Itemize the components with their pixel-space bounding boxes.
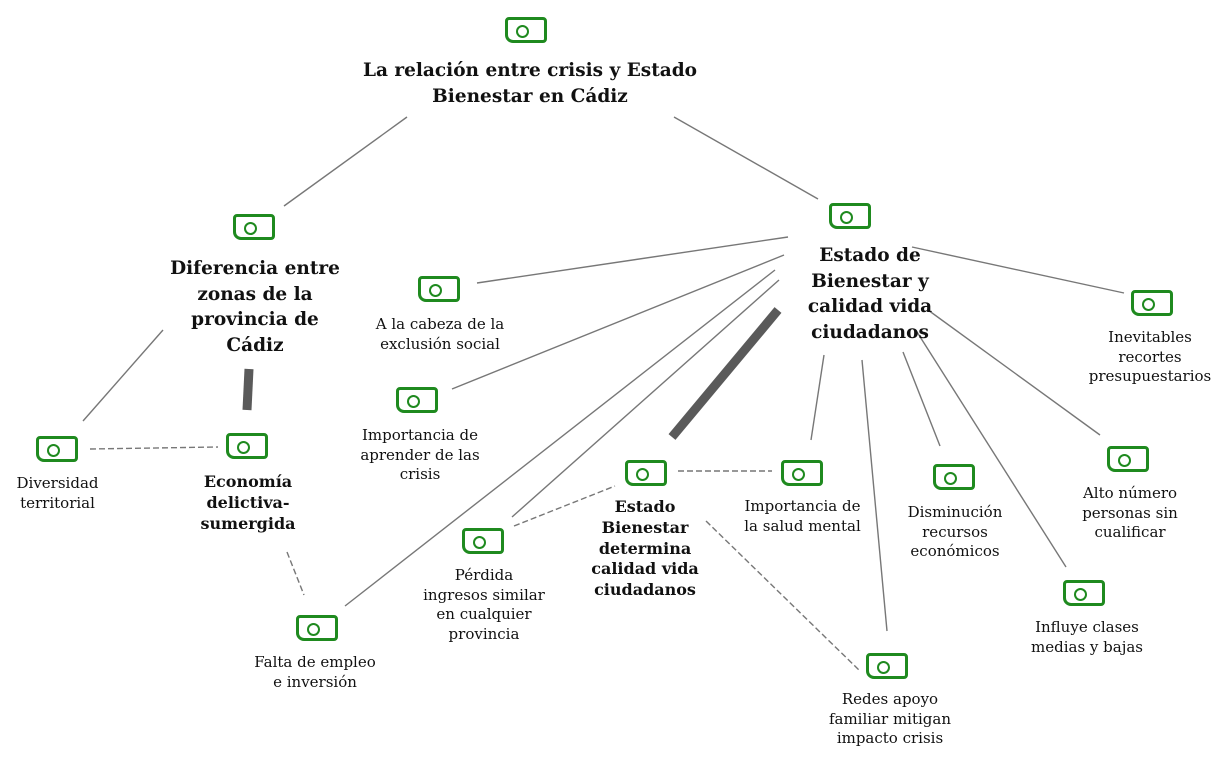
code-icon	[296, 615, 338, 641]
edge-estado-cabeza	[476, 236, 789, 284]
edge-estado-influye	[916, 331, 1067, 568]
node-root[interactable]: La relación entre crisis y Estado Bienes…	[0, 0, 697, 107]
node-diferencia[interactable]: Diferencia entre zonas de la provincia d…	[0, 0, 340, 356]
node-economia-label: Economía delictiva- sumergida	[200, 472, 296, 533]
edge-estado-aprender	[451, 254, 785, 390]
edge-diferencia-diversidad	[82, 329, 164, 422]
node-influye-label: Influye clases medias y bajas	[1031, 618, 1143, 656]
code-icon	[505, 17, 547, 43]
edge-root-estado	[673, 116, 819, 200]
code-icon	[418, 276, 460, 302]
node-aprender-label: Importancia de aprender de las crisis	[360, 426, 480, 483]
edge-estado-salud	[810, 354, 825, 441]
code-icon	[781, 460, 823, 486]
edge-diversidad-economia	[89, 446, 219, 450]
node-diversidad-label: Diversidad territorial	[16, 474, 99, 512]
node-disminucion-label: Disminución recursos económicos	[907, 503, 1003, 560]
node-perdida[interactable]: Pérdida ingresos similar en cualquier pr…	[0, 0, 545, 643]
node-diversidad[interactable]: Diversidad territorial	[0, 0, 99, 512]
node-determina-label: Estado Bienestar determina calidad vida …	[591, 497, 699, 600]
code-icon	[233, 214, 275, 240]
code-icon	[1063, 580, 1105, 606]
code-icon	[933, 464, 975, 490]
code-icon	[1107, 446, 1149, 472]
node-influye[interactable]: Influye clases medias y bajas	[0, 0, 1143, 656]
node-salud-label: Importancia de la salud mental	[744, 497, 861, 535]
edge-estado-redes	[861, 359, 888, 632]
edge-root-diferencia	[283, 116, 408, 207]
node-estado[interactable]: Estado de Bienestar y calidad vida ciuda…	[0, 0, 932, 343]
node-aprender[interactable]: Importancia de aprender de las crisis	[0, 0, 480, 483]
edge-estado-alto	[927, 309, 1101, 436]
node-estado-label: Estado de Bienestar y calidad vida ciuda…	[807, 245, 933, 343]
edge-economia-falta	[286, 551, 305, 596]
edge-estado-disminucion	[902, 351, 941, 447]
node-redes[interactable]: Redes apoyo familiar mitigan impacto cri…	[0, 0, 951, 747]
node-salud[interactable]: Importancia de la salud mental	[0, 0, 861, 535]
code-icon	[1131, 290, 1173, 316]
node-cabeza[interactable]: A la cabeza de la exclusión social	[0, 0, 504, 353]
node-falta[interactable]: Falta de empleo e inversión	[0, 0, 376, 691]
code-icon	[866, 653, 908, 679]
node-redes-label: Redes apoyo familiar mitigan impacto cri…	[828, 690, 952, 747]
edge-determina-redes	[705, 520, 861, 672]
code-icon	[625, 460, 667, 486]
node-root-label: La relación entre crisis y Estado Bienes…	[362, 60, 698, 107]
node-inevitables-label: Inevitables recortes presupuestarios	[1088, 328, 1212, 385]
code-icon	[36, 436, 78, 462]
node-cabeza-label: A la cabeza de la exclusión social	[375, 315, 505, 353]
node-economia[interactable]: Economía delictiva- sumergida	[0, 0, 296, 533]
code-icon	[396, 387, 438, 413]
node-falta-label: Falta de empleo e inversión	[254, 653, 376, 691]
node-diferencia-label: Diferencia entre zonas de la provincia d…	[170, 258, 340, 356]
node-alto-label: Alto número personas sin cualificar	[1082, 484, 1178, 541]
node-disminucion[interactable]: Disminución recursos económicos	[0, 0, 1002, 560]
code-icon	[829, 203, 871, 229]
edge-determina-perdida	[513, 485, 616, 527]
code-icon	[226, 433, 268, 459]
node-alto[interactable]: Alto número personas sin cualificar	[0, 0, 1178, 541]
node-determina[interactable]: Estado Bienestar determina calidad vida …	[0, 0, 699, 599]
edge-estado-falta	[344, 269, 776, 607]
node-inevitables[interactable]: Inevitables recortes presupuestarios	[0, 0, 1211, 385]
edge-estado-determina	[668, 307, 782, 440]
edge-estado-inevitables	[911, 246, 1125, 294]
edge-estado-perdida	[511, 279, 780, 518]
edge-diferencia-economia	[242, 368, 254, 411]
code-icon	[462, 528, 504, 554]
node-perdida-label: Pérdida ingresos similar en cualquier pr…	[423, 566, 545, 643]
